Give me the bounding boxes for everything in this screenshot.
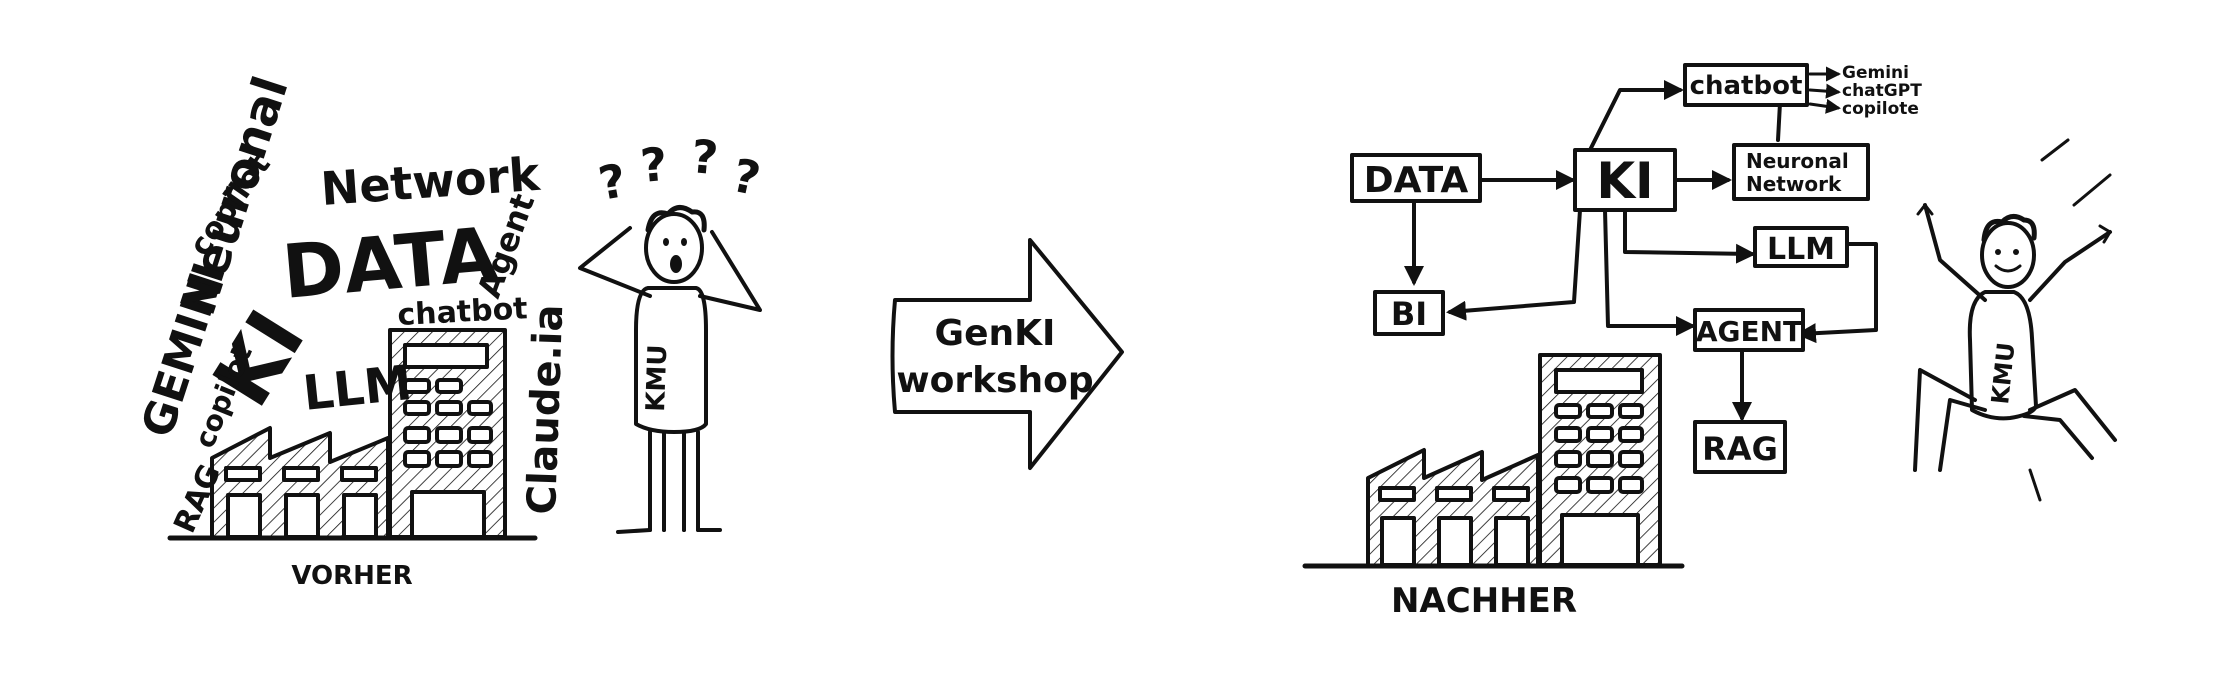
node-bi-label: BI <box>1391 295 1427 333</box>
output-chatgpt: chatGPT <box>1842 81 1922 101</box>
buzzword-data: DATA <box>279 212 501 316</box>
person-label: KMU <box>1986 341 2020 406</box>
node-chatbot-label: chatbot <box>1690 71 1803 101</box>
node-chatbot: chatbot <box>1683 63 1809 107</box>
arrow-text-workshop: workshop <box>896 360 1093 401</box>
node-ki: KI <box>1573 148 1677 212</box>
company-building-before <box>167 328 538 541</box>
person-label: KMU <box>641 344 673 412</box>
person-body <box>634 286 708 434</box>
buzzword-claude: Claude.ia <box>519 304 572 516</box>
buzzword-chatbot: chatbot <box>397 291 529 333</box>
person-body <box>1967 290 2038 421</box>
node-agent-label: AGENT <box>1696 315 1802 348</box>
node-data: DATA <box>1350 153 1482 203</box>
before-scene: Network Neuronal copilot DATA Agent GEMI… <box>132 70 765 591</box>
node-data-label: DATA <box>1364 160 1469 201</box>
node-llm-label: LLM <box>1767 232 1835 267</box>
question-mark: ? <box>728 148 765 206</box>
after-caption: NACHHER <box>1391 581 1577 621</box>
chatbot-outputs: Gemini chatGPT copilote <box>1842 63 1922 119</box>
node-agent: AGENT <box>1693 308 1805 352</box>
output-gemini: Gemini <box>1842 63 1909 83</box>
question-marks: ? ? ? ? <box>595 129 766 211</box>
happy-kmu-person: KMU <box>1913 138 2117 502</box>
node-neuronal-label-1: Neuronal <box>1746 149 1849 173</box>
question-mark: ? <box>689 129 720 185</box>
office-windows-before <box>403 378 493 468</box>
question-mark: ? <box>638 137 669 193</box>
arrow-text-genki: GenKI <box>935 313 1056 354</box>
person-head <box>1980 221 2036 289</box>
diagram-connectors <box>1404 66 1878 422</box>
question-mark: ? <box>595 153 631 211</box>
person-head <box>644 212 704 284</box>
node-llm: LLM <box>1753 226 1849 268</box>
after-scene: DATA KI chatbot Gemini chatGPT copilote … <box>1302 63 2117 621</box>
node-rag: RAG <box>1693 420 1787 474</box>
node-bi: BI <box>1373 290 1445 336</box>
node-neuronal-network: Neuronal Network <box>1732 143 1870 201</box>
before-caption: VORHER <box>291 561 412 591</box>
workshop-arrow: GenKI workshop <box>890 238 1124 470</box>
company-building-after <box>1302 353 1685 569</box>
node-ki-label: KI <box>1596 152 1653 210</box>
output-copilote: copilote <box>1842 99 1919 119</box>
office-windows-after <box>1554 403 1644 494</box>
confused-kmu-person: ? ? ? ? KMU <box>578 129 766 534</box>
node-neuronal-label-2: Network <box>1746 172 1842 196</box>
node-rag-label: RAG <box>1702 430 1778 468</box>
